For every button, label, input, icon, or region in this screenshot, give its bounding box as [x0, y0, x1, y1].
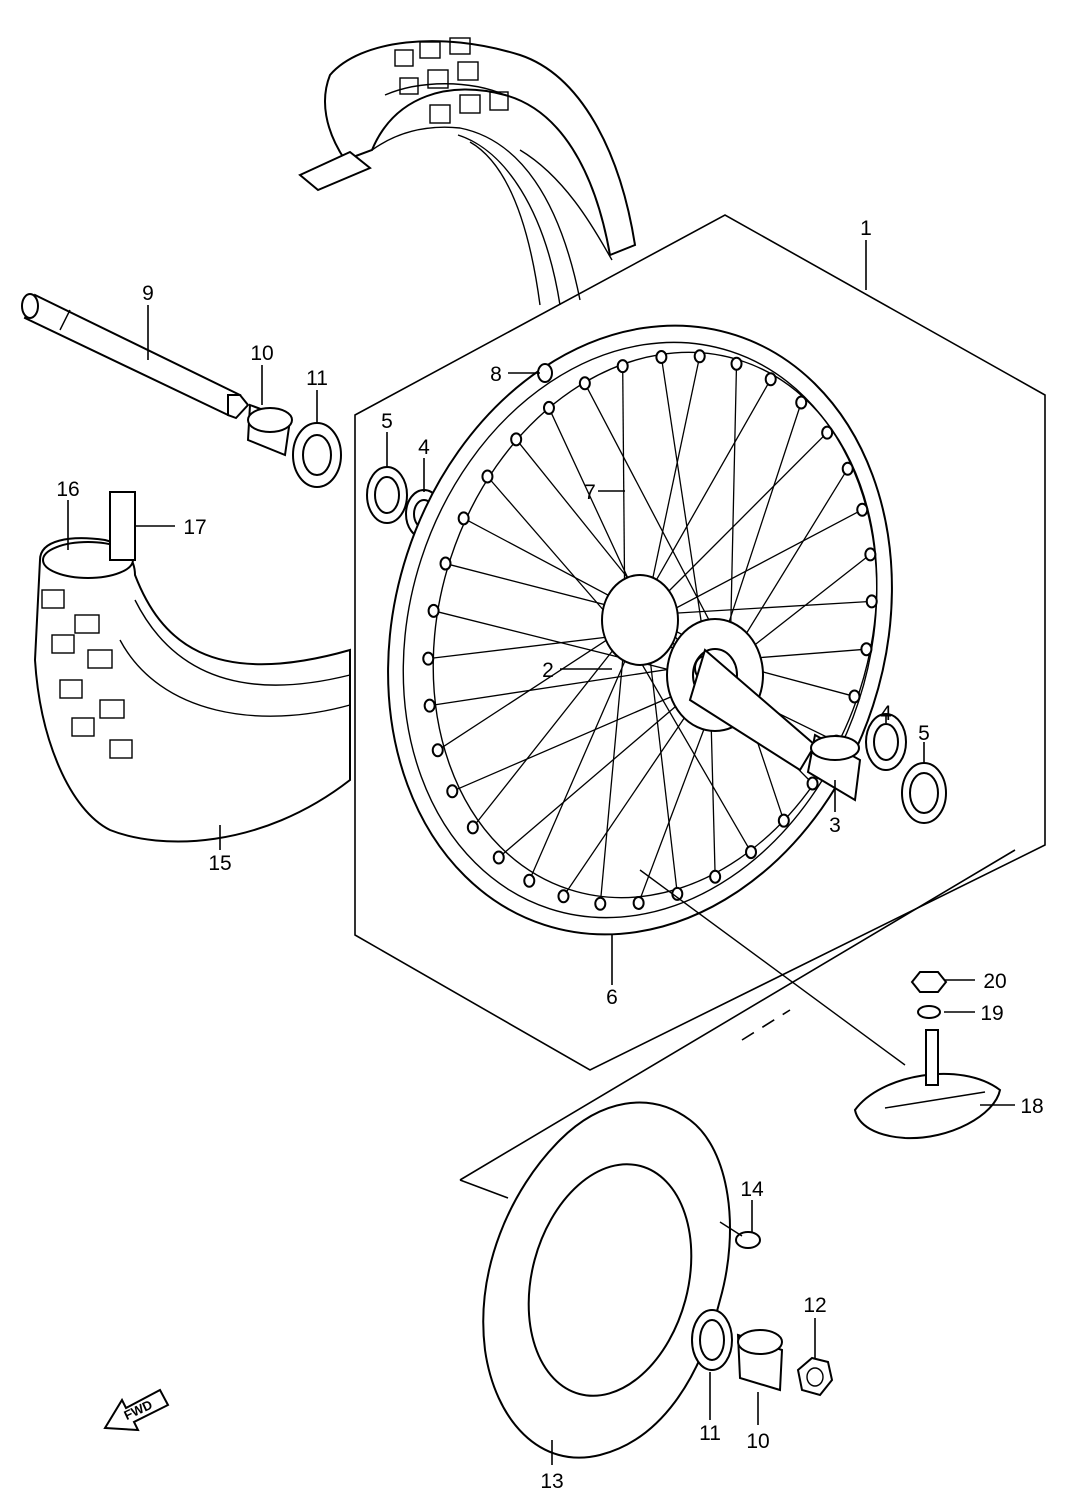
spoke-nipple [537, 363, 553, 383]
spoke [644, 432, 828, 616]
spoke-nipple-mark [466, 820, 479, 835]
callout-1: 1 [860, 217, 872, 240]
callout-13: 13 [540, 1470, 563, 1493]
spoke-nipple-mark [542, 400, 555, 415]
spoke [624, 634, 752, 853]
spoke [729, 468, 849, 661]
spoke-nipple-mark [446, 784, 459, 799]
spoke-nipple-mark [806, 776, 819, 791]
callout-5-left: 5 [381, 410, 393, 433]
spoke-nipple-mark [523, 873, 536, 888]
spoke-nipple-mark [693, 349, 706, 364]
spoke [644, 600, 872, 616]
spoke-nipple-mark [860, 642, 873, 657]
spoke-nipple-mark [557, 889, 570, 904]
wheel-hub [601, 574, 817, 772]
spoke-nipple-mark [578, 376, 591, 391]
callout-19: 19 [980, 1002, 1003, 1025]
callout-4-right: 4 [880, 702, 892, 725]
callout-6: 6 [606, 986, 618, 1009]
spoke [472, 634, 626, 828]
spoke-nipple-mark [422, 651, 435, 666]
callout-2: 2 [542, 659, 554, 682]
spoke-nipple-mark [632, 895, 645, 910]
spoke-nipple-mark [730, 356, 743, 371]
right-hub-parts [806, 713, 947, 824]
spoke [584, 382, 731, 661]
spoke-nipple-mark [481, 469, 494, 484]
callout-20: 20 [983, 970, 1006, 993]
spoke-nipple-mark [492, 850, 505, 865]
callout-labels: 1 2 3 4 4 5 5 6 7 8 9 10 10 11 11 12 13 … [56, 217, 1043, 1493]
tube-illustration [33, 491, 351, 843]
tire-illustration [298, 37, 637, 306]
spoke-nipple-mark [821, 425, 834, 440]
spoke-nipple-mark [594, 896, 607, 911]
spoke-nipple-mark [745, 845, 758, 860]
leader-lines [67, 240, 1015, 1465]
spoke-nipple-mark [841, 461, 854, 476]
spoke-nipple-mark [431, 743, 444, 758]
callout-9: 9 [142, 282, 154, 305]
spoke-nipple-mark [865, 594, 878, 609]
callout-17: 17 [183, 516, 206, 539]
spoke-nipple-mark [655, 350, 668, 365]
spoke-nipple-mark [423, 698, 436, 713]
callout-10-bottom: 10 [746, 1430, 769, 1453]
callout-3: 3 [829, 814, 841, 837]
left-hub-parts [246, 403, 443, 539]
callout-10-top: 10 [250, 342, 273, 365]
rim-band [639, 869, 1002, 1140]
callout-5-right: 5 [918, 722, 930, 745]
spoke-nipple-mark [764, 372, 777, 387]
spokes [422, 349, 878, 911]
callout-14: 14 [740, 1178, 764, 1201]
spoke-nipple-mark [795, 395, 808, 410]
callout-18: 18 [1020, 1095, 1043, 1118]
spoke [452, 679, 711, 792]
callout-11-bottom: 11 [699, 1422, 721, 1445]
spoke-nipple-mark [709, 869, 722, 884]
spoke-nipple-mark [777, 813, 790, 828]
spoke-nipple-mark [848, 689, 861, 704]
wheel-assembly-outline [354, 214, 1046, 1071]
rim-to-disc-dash [741, 1009, 791, 1041]
spoke-nipple-mark [439, 556, 452, 571]
spoke-nipple-mark [457, 511, 470, 526]
callout-4-left: 4 [418, 436, 430, 459]
spoke-nipple-mark [427, 603, 440, 618]
spoke-nipple-mark [856, 502, 869, 517]
callout-15: 15 [208, 852, 231, 875]
spoke-nipple-mark [864, 547, 877, 562]
spoke [729, 363, 738, 661]
spoke [433, 610, 711, 681]
fwd-arrow: FWD [103, 1388, 170, 1432]
spoke [486, 476, 626, 636]
callout-16: 16 [56, 478, 79, 501]
spoke [428, 634, 626, 660]
callout-11-top: 11 [306, 367, 328, 390]
callout-8: 8 [490, 363, 502, 386]
spoke [644, 356, 701, 616]
callout-7: 7 [584, 481, 596, 504]
brake-disc [482, 1101, 731, 1459]
disc-section-outline [459, 849, 1016, 1199]
spoke-nipple-mark [510, 432, 523, 447]
spoke [599, 634, 626, 904]
axle-illustration [21, 293, 250, 420]
bottom-hub-parts [691, 1309, 834, 1397]
disc-bolt [719, 1221, 761, 1249]
callout-12: 12 [803, 1294, 826, 1317]
spoke-nipple-mark [616, 359, 629, 374]
